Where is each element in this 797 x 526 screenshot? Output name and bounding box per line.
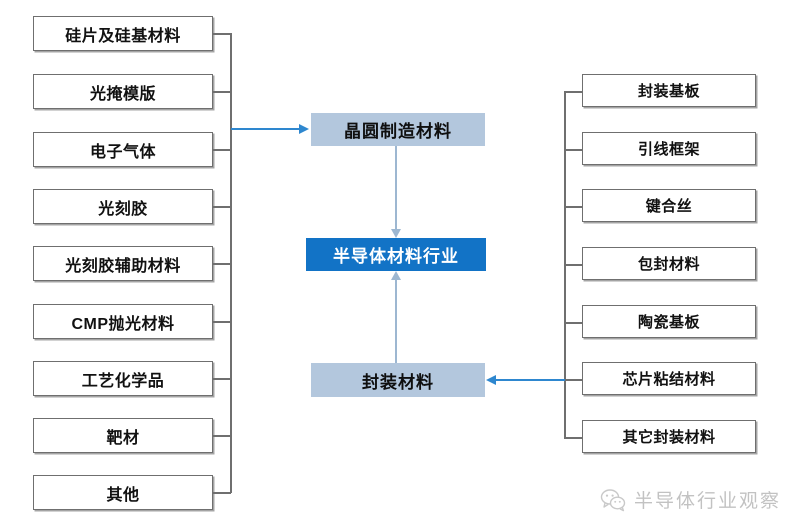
left-stub-5: [213, 321, 231, 323]
right-item-5[interactable]: 芯片粘结材料: [582, 362, 756, 395]
right-bracket-spine: [564, 91, 566, 438]
connector-packaging-to-industry: [395, 280, 397, 363]
left-stub-1: [213, 91, 231, 93]
left-branch-arrow-head: [299, 123, 309, 134]
right-stub-4: [564, 322, 583, 324]
center-node-label: 封装材料: [362, 372, 434, 392]
left-item-4[interactable]: 光刻胶辅助材料: [33, 246, 213, 281]
left-item-label: 光刻胶辅助材料: [65, 257, 181, 275]
left-stub-8: [213, 492, 231, 494]
right-item-label: 陶瓷基板: [637, 314, 700, 331]
left-item-label: 其他: [106, 486, 140, 504]
center-node-packaging-materials[interactable]: 封装材料: [311, 363, 485, 397]
left-item-label: 工艺化学品: [81, 372, 165, 390]
connector-packaging-to-industry-arrowhead: [391, 271, 401, 280]
right-branch-arrow-head: [486, 374, 496, 385]
left-item-1[interactable]: 光掩模版: [33, 74, 213, 109]
left-stub-3: [213, 206, 231, 208]
left-item-label: 电子气体: [89, 143, 156, 161]
watermark-text: 半导体行业观察: [634, 491, 782, 512]
left-item-label: 光刻胶: [98, 200, 148, 218]
right-item-0[interactable]: 封装基板: [582, 74, 756, 107]
right-branch-arrow-line: [496, 379, 565, 381]
left-branch-arrow-line: [231, 128, 301, 130]
connector-wafer-to-industry-arrowhead: [391, 229, 401, 238]
right-item-1[interactable]: 引线框架: [582, 132, 756, 165]
center-node-label: 半导体材料行业: [333, 247, 459, 266]
left-stub-4: [213, 263, 231, 265]
center-node-wafer-materials[interactable]: 晶圆制造材料: [311, 113, 485, 146]
right-stub-6: [564, 437, 583, 439]
connector-wafer-to-industry: [395, 146, 397, 229]
left-item-3[interactable]: 光刻胶: [33, 189, 213, 224]
right-item-4[interactable]: 陶瓷基板: [582, 305, 756, 338]
left-item-label: 硅片及硅基材料: [65, 27, 181, 45]
right-item-label: 封装基板: [637, 83, 700, 100]
right-item-label: 引线框架: [637, 141, 700, 158]
left-item-label: CMP抛光材料: [71, 315, 175, 333]
left-item-2[interactable]: 电子气体: [33, 132, 213, 167]
left-item-0[interactable]: 硅片及硅基材料: [33, 16, 213, 51]
left-stub-7: [213, 435, 231, 437]
right-stub-3: [564, 264, 583, 266]
right-item-3[interactable]: 包封材料: [582, 247, 756, 280]
right-item-2[interactable]: 键合丝: [582, 189, 756, 222]
right-stub-2: [564, 206, 583, 208]
left-item-label: 靶材: [106, 429, 140, 447]
left-item-7[interactable]: 靶材: [33, 418, 213, 453]
left-item-label: 光掩模版: [89, 85, 156, 103]
wechat-icon: [600, 487, 626, 513]
left-stub-0: [213, 33, 231, 35]
left-stub-6: [213, 378, 231, 380]
right-stub-0: [564, 91, 583, 93]
right-item-6[interactable]: 其它封装材料: [582, 420, 756, 453]
center-node-label: 晶圆制造材料: [344, 122, 452, 141]
right-stub-1: [564, 149, 583, 151]
left-item-6[interactable]: 工艺化学品: [33, 361, 213, 396]
right-item-label: 其它封装材料: [622, 429, 716, 446]
center-node-industry[interactable]: 半导体材料行业: [306, 238, 486, 271]
left-bracket-spine: [230, 33, 232, 493]
right-stub-5: [564, 379, 583, 381]
right-item-label: 键合丝: [645, 198, 693, 215]
right-item-label: 芯片粘结材料: [622, 371, 716, 388]
right-item-label: 包封材料: [637, 256, 700, 273]
watermark: 半导体行业观察: [600, 486, 781, 513]
left-stub-2: [213, 149, 231, 151]
left-item-5[interactable]: CMP抛光材料: [33, 304, 213, 339]
left-item-8[interactable]: 其他: [33, 475, 213, 510]
